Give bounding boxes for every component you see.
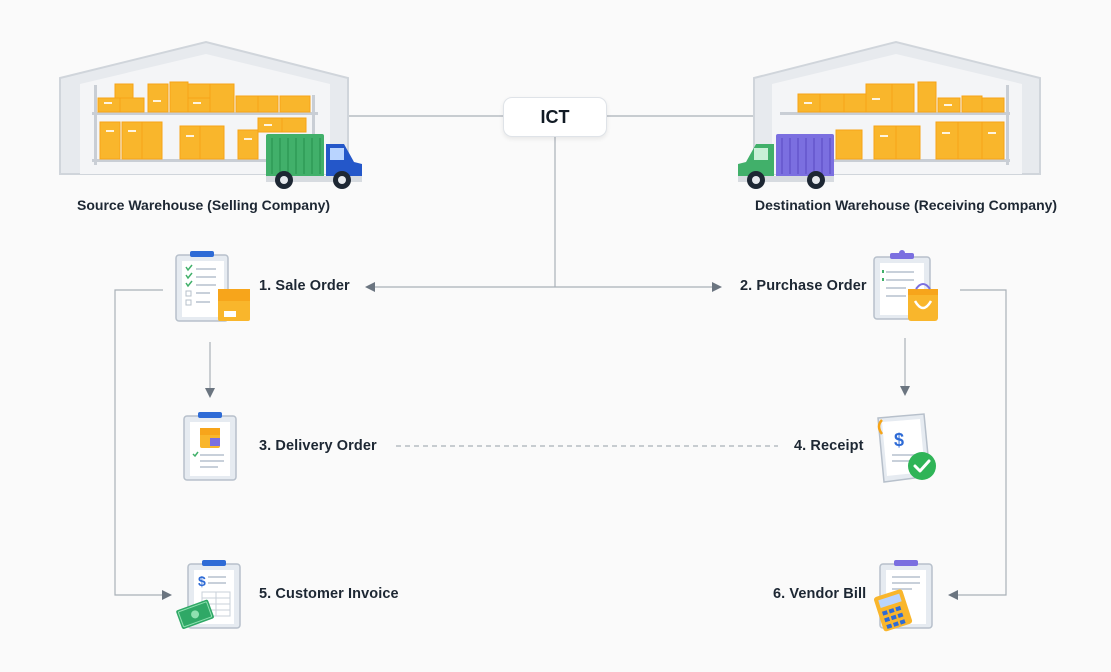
customer-invoice-icon: $ [176,560,241,629]
calculator-icon [874,589,913,632]
step-customer-invoice-label: 5. Customer Invoice [259,586,399,602]
destination-warehouse-label: Destination Warehouse (Receiving Company… [755,197,1058,213]
truck-icon [738,134,834,189]
step-sale-order-label: 1. Sale Order [259,278,350,294]
sale-order-clipboard-icon [175,251,250,322]
delivery-order-clipboard-icon [183,412,237,481]
source-warehouse-label: Source Warehouse (Selling Company) [77,197,331,213]
svg-text:$: $ [198,573,206,589]
source-warehouse-icon [59,40,362,189]
purchase-order-clipboard-icon [873,250,938,321]
ict-label: ICT [540,106,570,127]
svg-text:$: $ [894,430,904,450]
destination-warehouse-icon [738,40,1041,189]
step-delivery-order-label: 3. Delivery Order [259,438,377,454]
ict-hub: ICT [503,97,607,137]
step-vendor-bill-label: 6. Vendor Bill [773,586,867,602]
truck-icon [266,134,362,189]
step-purchase-order-label: 2. Purchase Order [740,278,867,294]
step-receipt-label: 4. Receipt [794,438,864,454]
receipt-icon: $ [877,413,936,483]
vendor-bill-icon [874,560,933,632]
